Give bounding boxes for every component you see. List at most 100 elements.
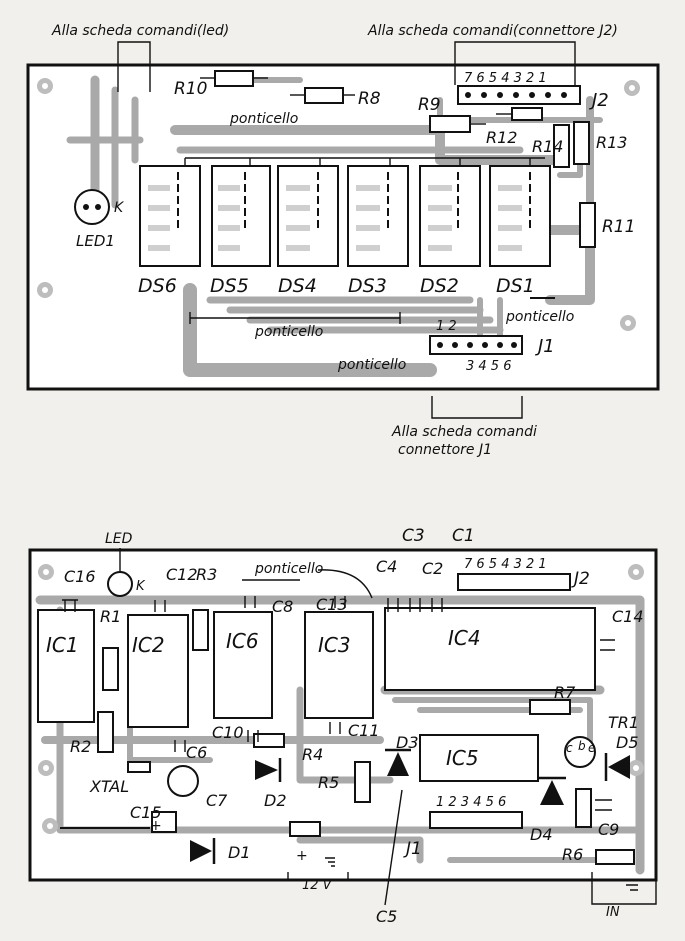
r1-body [102,647,119,691]
ic2-body [127,614,189,728]
j2-bottom-pin-numbers: 7 6 5 4 3 2 1 [464,557,547,572]
ponticello-label-3: ponticello [505,309,574,325]
led1: K LED1 [74,189,125,250]
c5-leader-line [384,789,403,906]
ponticello-bottom-of-displays: ponticello ponticello ponticello [189,297,574,373]
r12-label: R12 [486,128,517,147]
d5-label: D5 [616,733,639,752]
j1-connection-note: Alla scheda comandi connettore J1 [391,396,537,458]
transistor-tr1: c b e TR1 [564,713,639,768]
xtal-body [127,761,151,773]
r13-body [573,121,590,165]
power-connector-12v: + 12 V [287,821,349,893]
r1-label: R1 [100,607,121,626]
c1-label: C1 [452,526,475,546]
r12-resistor: R12 [486,107,543,147]
r10-label: R10 [174,79,207,99]
d3-label: D3 [396,733,419,752]
led-k-label: K [136,579,146,594]
control-mounting-holes [38,564,644,834]
display-board: Alla scheda comandi(led) Alla scheda com… [26,23,660,458]
r9-resistor: R9 [418,95,486,133]
d2-label: D2 [264,791,287,810]
display-ds5: DS5 [210,165,271,297]
d1-label: D1 [228,843,251,862]
c7-body [167,765,199,797]
ic3-label: IC3 [318,633,351,657]
j1-header [429,335,523,355]
led1-k-label: K [114,200,125,216]
mounting-hole-center [629,85,635,91]
power-plus-label: + [296,848,308,864]
ds1-label: DS1 [496,275,535,297]
r4-body [253,733,285,748]
r14-label: R14 [532,137,563,156]
j1-pins [437,342,517,348]
r13-resistor: R13 [573,121,627,165]
r14-body [553,124,570,168]
j1-connection-text-1: Alla scheda comandi [391,424,537,440]
ponticello-label-4: ponticello [337,357,406,373]
ds3-label: DS3 [348,275,387,297]
mounting-hole-center [625,320,631,326]
r9-body [429,115,471,133]
input-connector-body [595,849,635,865]
led-label: LED [105,531,133,547]
ic2-label: IC2 [132,633,165,657]
r5-label: R5 [318,773,339,792]
ic5-label: IC5 [446,746,479,770]
ds6-label: DS6 [138,275,177,297]
ponticello-label-2: ponticello [254,324,323,340]
led1-label: LED1 [76,232,115,250]
j1-bottom-pin-numbers: 1 2 3 4 5 6 [436,795,506,810]
c11-label: C11 [348,721,380,740]
r12-body [511,107,543,121]
ic1-label: IC1 [46,633,79,657]
r8-resistor: R8 [290,87,381,109]
j2-connector-top: 7 6 5 4 3 2 1 J2 [457,71,609,111]
power-12v-label: 12 V [302,878,333,893]
j1-connection-text-2: connettore J1 [398,442,492,458]
r3-body [192,609,209,651]
c12-label: C12 [166,565,198,584]
r6-body [575,788,592,828]
c4-label: C4 [376,557,397,576]
ic3-body [304,611,374,719]
c15-body [151,811,177,833]
c13-label: C13 [316,595,348,614]
ic1: IC1 [37,609,95,723]
c5-label: C5 [376,907,397,926]
r11-body [579,202,596,248]
ponticello-label-5: ponticello [254,561,323,577]
tr1-label: TR1 [608,713,639,732]
diode-d2: D2 [255,758,287,810]
r3-label: R3 [196,565,217,584]
led1-outline [74,189,110,225]
ground-symbol [325,857,335,867]
r2-body [97,711,114,753]
j2-label: J2 [589,90,609,111]
diode-d3: D3 [385,733,419,776]
ic6-body [213,611,273,719]
r6-label: R6 [562,845,583,864]
d4-label: D4 [530,825,553,844]
c15-label: C15 [130,803,162,822]
c15-plus: + [150,818,162,834]
r9-label: R9 [418,95,441,115]
control-board: LED K ponticello IC1 IC2 IC6 IC3 [28,526,658,926]
c2-label: C2 [422,559,443,578]
ds2-label: DS2 [420,275,459,297]
j2-pin-numbers: 7 6 5 4 3 2 1 [464,71,547,86]
c9-label: C9 [598,820,619,839]
ic6: IC6 [213,611,273,719]
in-ground-symbol [622,879,638,891]
r7-body [529,699,571,715]
display-mounting-holes [37,78,640,331]
c7-label: C7 [206,791,228,810]
j2-connection-text: Alla scheda comandi(connettore J2) [367,23,618,39]
power-connector-body [289,821,321,837]
ponticello-control: ponticello [242,561,373,599]
mounting-hole-center [42,83,48,89]
ic6-label: IC6 [226,629,259,653]
